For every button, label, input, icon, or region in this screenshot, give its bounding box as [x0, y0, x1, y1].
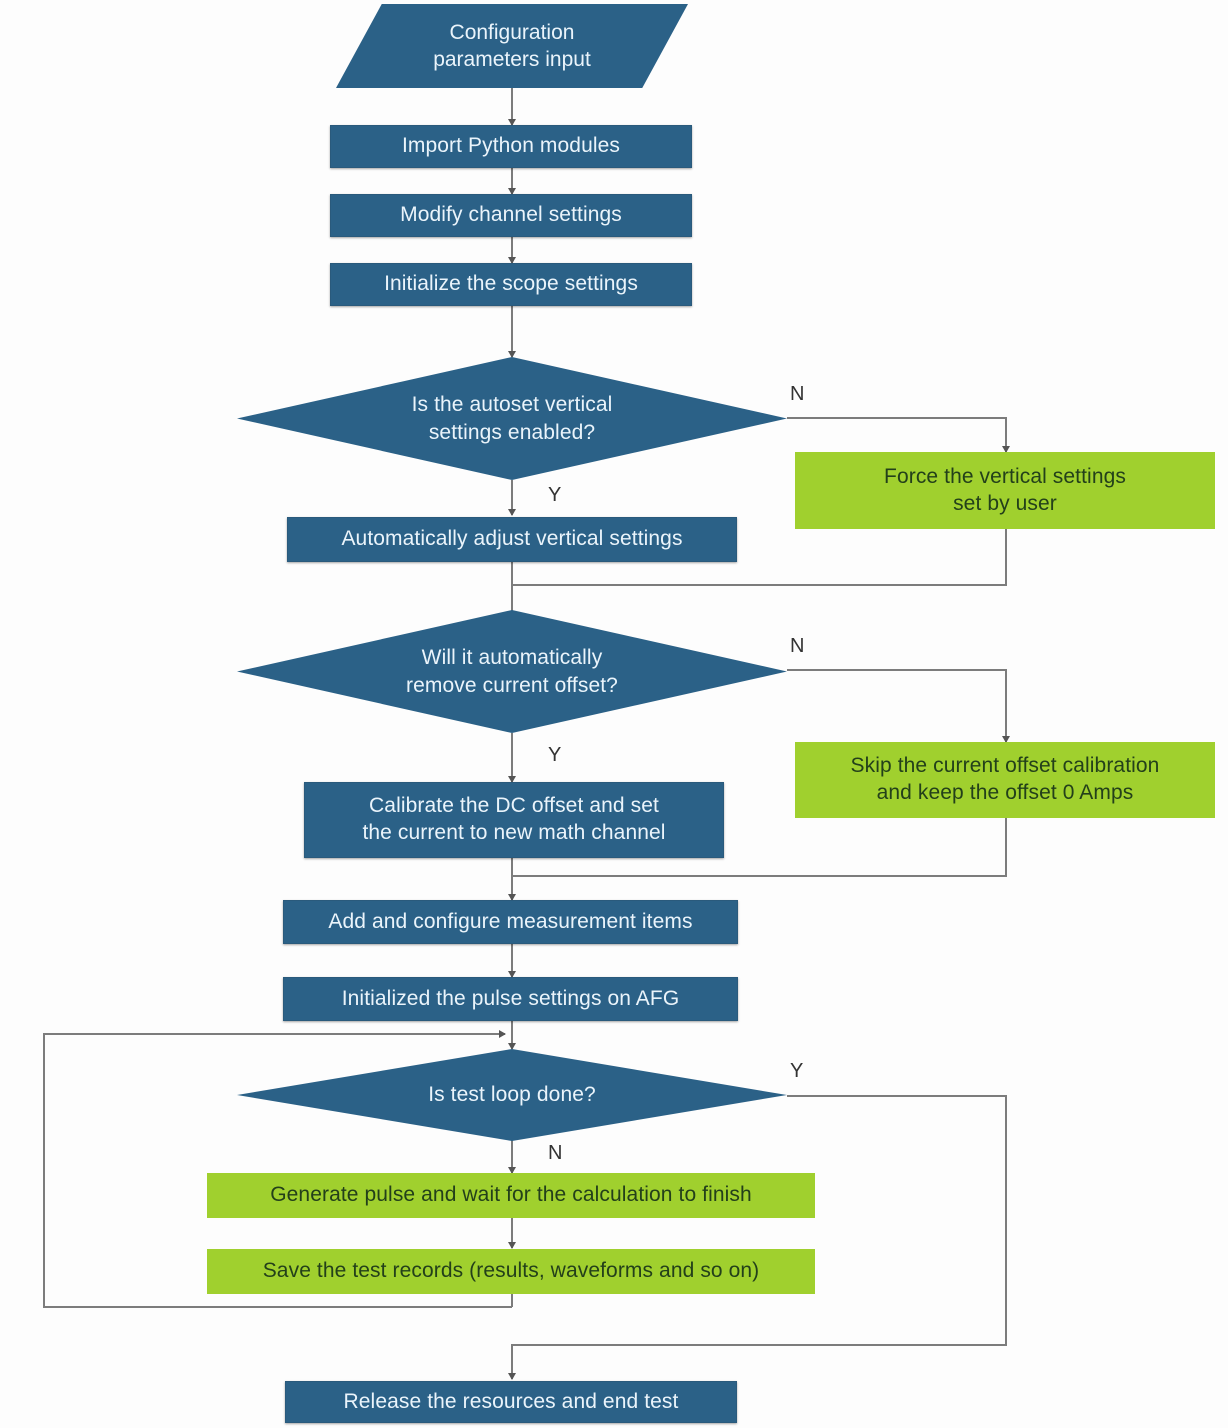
node-label-line1: Configuration [449, 20, 575, 44]
node-label-line2: the current to new math channel [362, 821, 666, 844]
node-label-line1: Skip the current offset calibration [850, 754, 1160, 778]
node-label: Initialize the scope settings [384, 272, 638, 296]
node-label-line2: set by user [953, 491, 1057, 515]
node-automatically-adjust-vertical-settings[interactable]: Automatically adjust vertical settings [287, 517, 737, 562]
edge-offset-no [787, 669, 1010, 743]
node-label-line2: and keep the offset 0 Amps [876, 781, 1134, 804]
node-calibrate-dc-offset[interactable]: Calibrate the DC offset and set the curr… [304, 782, 724, 858]
node-save-test-records[interactable]: Save the test records (results, waveform… [207, 1249, 815, 1294]
edge-label-autoset-no: N [790, 383, 805, 405]
edge-label-loop-no: N [548, 1142, 563, 1164]
node-label: Modify channel settings [400, 203, 622, 227]
node-label: Configuration parameters input [336, 4, 688, 88]
node-decision-remove-current-offset[interactable]: Will it automatically remove current off… [237, 610, 787, 733]
node-release-resources-end-test[interactable]: Release the resources and end test [285, 1381, 737, 1423]
node-add-configure-measurement-items[interactable]: Add and configure measurement items [283, 900, 738, 944]
node-label-line2: remove current offset? [406, 673, 618, 697]
edge-label-offset-no: N [790, 635, 805, 657]
node-label: Automatically adjust vertical settings [341, 527, 683, 551]
node-initialize-scope-settings[interactable]: Initialize the scope settings [330, 263, 692, 306]
edge-label-loop-yes: Y [790, 1060, 804, 1082]
node-force-vertical-settings[interactable]: Force the vertical settings set by user [795, 452, 1215, 529]
node-label-line2: parameters input [433, 48, 591, 71]
node-modify-channel-settings[interactable]: Modify channel settings [330, 194, 692, 237]
edge-autoset-no [787, 417, 1010, 453]
node-label: Save the test records (results, waveform… [262, 1259, 760, 1283]
node-label: Generate pulse and wait for the calculat… [270, 1183, 752, 1207]
node-label: Will it automatically remove current off… [237, 610, 787, 733]
node-label-line1: Will it automatically [421, 646, 603, 670]
parallelogram-shape [336, 4, 688, 88]
node-decision-autoset-vertical[interactable]: Is the autoset vertical settings enabled… [237, 357, 787, 480]
edge-label-autoset-yes: Y [548, 484, 562, 506]
node-label: Is test loop done? [237, 1049, 787, 1141]
node-label-line1: Force the vertical settings [884, 464, 1126, 488]
node-label: Import Python modules [401, 134, 621, 158]
node-label: Initialized the pulse settings on AFG [341, 986, 680, 1010]
node-label: Is the autoset vertical settings enabled… [237, 357, 787, 480]
node-decision-is-test-loop-done[interactable]: Is test loop done? [237, 1049, 787, 1141]
node-configuration-parameters-input[interactable]: Configuration parameters input [336, 4, 688, 88]
node-generate-pulse-wait[interactable]: Generate pulse and wait for the calculat… [207, 1173, 815, 1218]
node-label-line2: settings enabled? [428, 420, 596, 444]
node-label-line1: Calibrate the DC offset and set [369, 794, 659, 818]
node-label-text: Is test loop done? [428, 1083, 596, 1107]
node-label-line1: Is the autoset vertical [411, 393, 613, 417]
node-label: Add and configure measurement items [328, 909, 693, 933]
node-initialized-pulse-settings-afg[interactable]: Initialized the pulse settings on AFG [283, 977, 738, 1021]
edge-label-offset-yes: Y [548, 744, 562, 766]
node-label: Release the resources and end test [343, 1389, 679, 1413]
node-skip-offset-calibration[interactable]: Skip the current offset calibration and … [795, 742, 1215, 818]
node-import-python-modules[interactable]: Import Python modules [330, 125, 692, 168]
